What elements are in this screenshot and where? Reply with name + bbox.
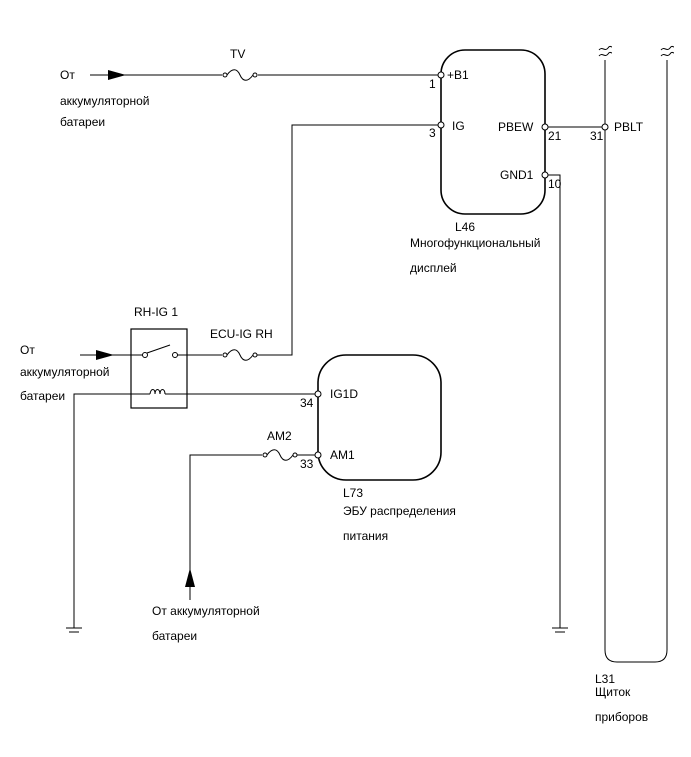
pin-am1-name: AM1 (330, 448, 355, 462)
arrow-right-icon (108, 70, 126, 80)
pin-pblt (601, 123, 609, 131)
source-top-label-2: аккумуляторной (60, 94, 150, 108)
source-mid-label-1: От (20, 343, 35, 357)
pin-pbew-name: PBEW (498, 120, 534, 134)
fuse-ecu-ig-rh: ECU-IG RH (210, 327, 292, 361)
fuse-icon (226, 69, 254, 81)
arrow-right-icon (96, 350, 114, 360)
source-top: От аккумуляторной батареи (60, 68, 150, 129)
l46-name-2: дисплей (410, 261, 457, 275)
pin-gnd1-name: GND1 (500, 168, 534, 182)
l31-name-2: приборов (595, 710, 648, 724)
wire-gnd1 (548, 174, 561, 628)
pin-am1-num: 33 (300, 457, 314, 471)
fuse-icon (226, 349, 254, 361)
source-mid-label-3: батареи (20, 389, 65, 403)
l31-component: PBLT 31 L31 Щиток приборов (590, 45, 675, 724)
source-bottom-label-2: батареи (152, 629, 197, 643)
pin-pbew-num: 21 (548, 129, 562, 143)
pin-b1 (437, 71, 445, 79)
source-bottom: От аккумуляторной батареи (152, 568, 260, 643)
pin-b1-name: +B1 (447, 68, 469, 82)
fuse-icon (266, 449, 294, 461)
fuse-ecu-ig-rh-label: ECU-IG RH (210, 327, 273, 341)
pin-ig1d-name: IG1D (330, 387, 358, 401)
l46-name-1: Многофункциональный (410, 236, 540, 250)
l73-connector: IG1D 34 AM1 33 L73 ЭБУ распределения пит… (300, 354, 456, 543)
fuse-tv-label: TV (230, 47, 245, 61)
ground-icon (66, 627, 82, 633)
l73-name-1: ЭБУ распределения (343, 504, 456, 518)
relay-rh-ig1: RH-IG 1 (130, 305, 188, 409)
fuse-tv: TV (222, 47, 258, 81)
source-top-label-3: батареи (60, 115, 105, 129)
pin-ig1d-num: 34 (300, 396, 314, 410)
l31-id: L31 (595, 672, 615, 686)
break-icon (660, 45, 675, 57)
pin-gnd1-num: 10 (548, 177, 562, 191)
source-mid-label-2: аккумуляторной (20, 365, 110, 379)
arrow-up-icon (185, 568, 195, 587)
source-top-label-1: От (60, 68, 75, 82)
l31-name-1: Щиток (595, 685, 631, 699)
l46-id: L46 (455, 220, 475, 234)
pin-ig-name: IG (452, 119, 465, 133)
pin-ig-num: 3 (429, 126, 436, 140)
wire-am2 (189, 454, 315, 580)
switch-icon (146, 344, 171, 354)
fuse-am2-label: AM2 (267, 429, 292, 443)
coil-icon (149, 389, 166, 395)
pin-ig1d (314, 390, 322, 398)
pin-pblt-name: PBLT (614, 120, 644, 134)
l46-connector: +B1 1 IG 3 PBEW 21 GND1 10 L46 Многофунк… (410, 49, 562, 275)
source-bottom-label-1: От аккумуляторной (152, 604, 260, 618)
pin-b1-num: 1 (429, 77, 436, 91)
break-icon (598, 45, 613, 57)
ground-icon (552, 627, 568, 633)
wire-coil-ground (73, 393, 150, 628)
source-mid: От аккумуляторной батареи (20, 343, 140, 403)
pin-am1 (314, 451, 322, 459)
l73-name-2: питания (343, 529, 388, 543)
pin-pblt-num: 31 (590, 129, 604, 143)
wire-ig (170, 124, 438, 356)
relay-label: RH-IG 1 (134, 305, 178, 319)
l73-id: L73 (343, 486, 363, 500)
pin-ig (437, 121, 445, 129)
fuse-am2: AM2 (262, 429, 315, 461)
